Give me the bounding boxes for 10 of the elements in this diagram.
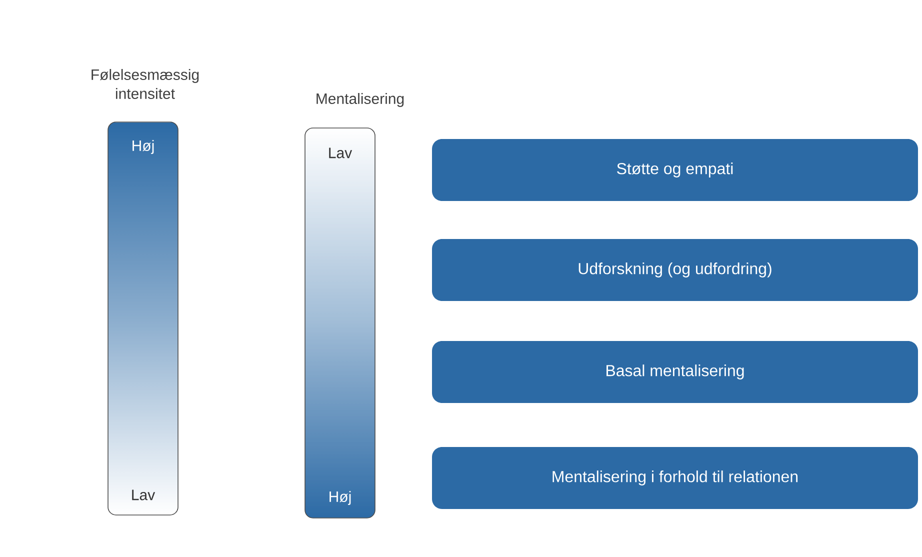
scale-label: Høj xyxy=(330,491,351,505)
bar-heading: Følelsesmæssig intensitet xyxy=(92,68,199,99)
level-box: Basal mentalisering xyxy=(432,340,918,403)
level-box: Mentalisering i forhold til relationen xyxy=(432,446,918,509)
level-box: Støtte og empati xyxy=(432,139,918,201)
scale-label: Lav xyxy=(329,148,352,158)
level-box: Udforskning (og udfordring) xyxy=(432,239,918,301)
scale-label: Lav xyxy=(132,490,156,500)
scale-label: Høj xyxy=(132,140,154,154)
bar-heading: Mentalisering xyxy=(316,93,404,107)
